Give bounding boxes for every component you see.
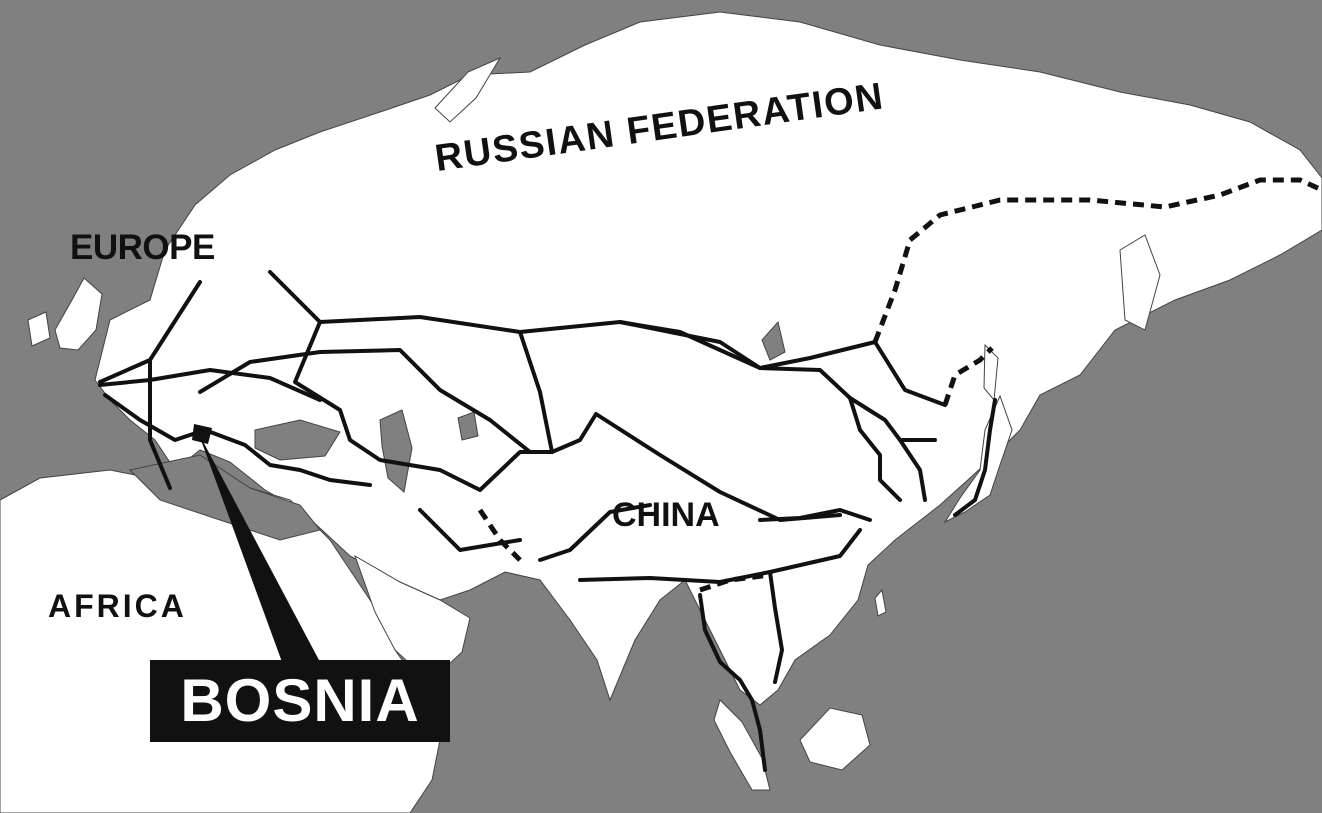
route-planned-sakhalin (942, 346, 994, 406)
lake-baikal (761, 320, 786, 361)
caspian-sea (379, 409, 413, 493)
route-planned-afghan (477, 508, 522, 562)
route-trans-siberian (268, 270, 947, 407)
label-europe: EUROPE (70, 228, 215, 267)
label-bosnia: BOSNIA (180, 667, 420, 734)
landmass-novaya-zemlya (434, 56, 502, 123)
label-china: CHINA (612, 496, 720, 534)
landmass-ireland (27, 311, 51, 347)
route-china-central (758, 508, 872, 522)
landmass-sumatra (713, 699, 771, 791)
landmasses (0, 11, 1322, 813)
route-central-asia (293, 320, 554, 492)
route-europe-central (98, 368, 322, 402)
landmass-taiwan (874, 588, 887, 617)
route-china-west (538, 503, 652, 562)
aral-sea (457, 411, 479, 441)
route-balkan (148, 358, 172, 490)
route-kazakh (518, 330, 842, 522)
label-africa: AFRICA (48, 588, 187, 624)
landmass-arabia (354, 554, 471, 683)
route-korea (898, 438, 927, 502)
black-sea (254, 419, 341, 461)
route-planned-burma (699, 572, 771, 593)
landmass-borneo (799, 707, 871, 771)
route-indochina (698, 593, 767, 772)
rail-routes-solid (98, 270, 997, 772)
rail-routes-planned (477, 177, 1322, 593)
landmass-japan (943, 394, 1013, 524)
route-china-north (848, 396, 902, 502)
callout-pointer (198, 432, 320, 662)
route-russia-middle (198, 348, 532, 454)
route-vietnam (768, 570, 784, 684)
landmass-kamchatka (1119, 234, 1161, 331)
route-planned-bam (872, 177, 1322, 343)
landmass-britain (54, 277, 103, 351)
bosnia-marker (192, 424, 212, 444)
route-japan (953, 398, 997, 517)
route-mongolia (618, 320, 937, 442)
bosnia-callout: BOSNIA (150, 660, 450, 742)
